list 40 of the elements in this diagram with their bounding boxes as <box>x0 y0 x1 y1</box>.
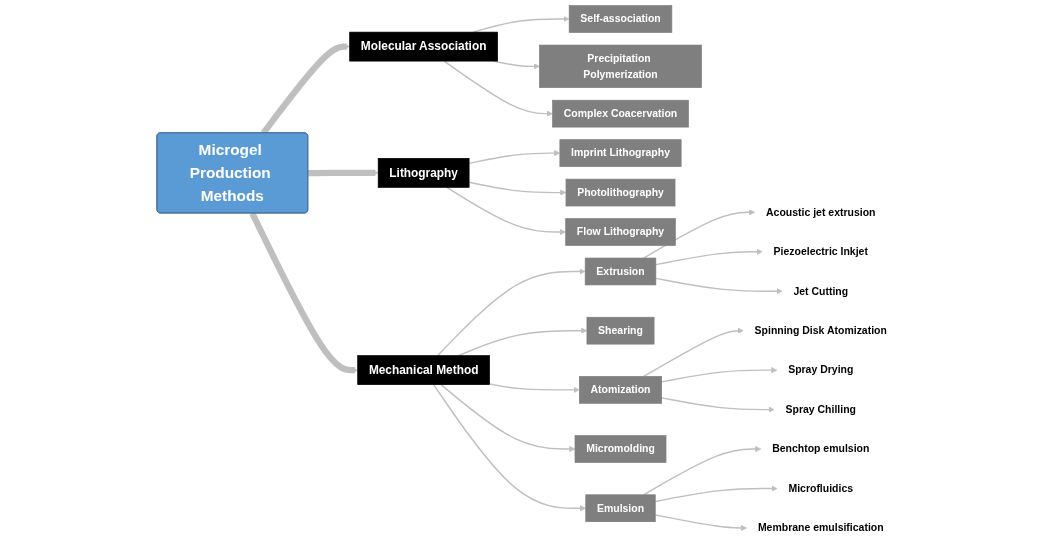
node-box: Molecular Association <box>349 31 498 62</box>
node-box: Atomization <box>579 376 662 404</box>
arrow <box>655 248 763 266</box>
node-text: Membrane emulsification <box>757 521 884 534</box>
node-box: Complex Coacervation <box>552 99 689 128</box>
node-box: Imprint Lithography <box>559 139 682 167</box>
node-text: Jet Cutting <box>793 284 849 297</box>
arrow <box>443 60 553 117</box>
arrow <box>440 383 576 453</box>
node-box: Micromolding <box>574 435 667 463</box>
arrow <box>432 383 587 512</box>
arrow <box>468 181 567 196</box>
arrow <box>468 150 561 165</box>
arrow <box>642 209 756 259</box>
node-box: Lithography <box>377 158 470 188</box>
arrow <box>660 367 778 383</box>
node-box: Mechanical Method <box>357 355 490 385</box>
arrow <box>308 169 379 177</box>
node-box: Precipitation Polymerization <box>539 44 702 88</box>
arrow <box>446 186 566 236</box>
arrow <box>642 327 744 378</box>
node-text: Microfluidics <box>788 482 854 494</box>
node-text: Benchtop emulsion <box>772 442 870 455</box>
node-text: Spinning Disk Atomization <box>754 324 887 337</box>
arrow <box>654 514 747 532</box>
arrow <box>436 268 586 357</box>
node-box: Flow Lithography <box>565 218 676 246</box>
arrow <box>660 397 775 413</box>
node-box: Photolithography <box>565 178 676 207</box>
node-box: Extrusion <box>584 257 657 286</box>
node-box: Self-association <box>568 5 673 33</box>
node-text: Spray Chilling <box>785 403 856 416</box>
arrow <box>654 485 778 503</box>
node-box: Shearing <box>586 316 655 345</box>
node-text: Acoustic jet extrusion <box>766 205 876 218</box>
arrow <box>655 277 783 295</box>
node-text: Piezoelectric Inkjet <box>773 245 868 258</box>
arrow <box>488 383 580 393</box>
node-box: Emulsion <box>585 494 656 523</box>
node-text: Spray Drying <box>788 363 854 376</box>
